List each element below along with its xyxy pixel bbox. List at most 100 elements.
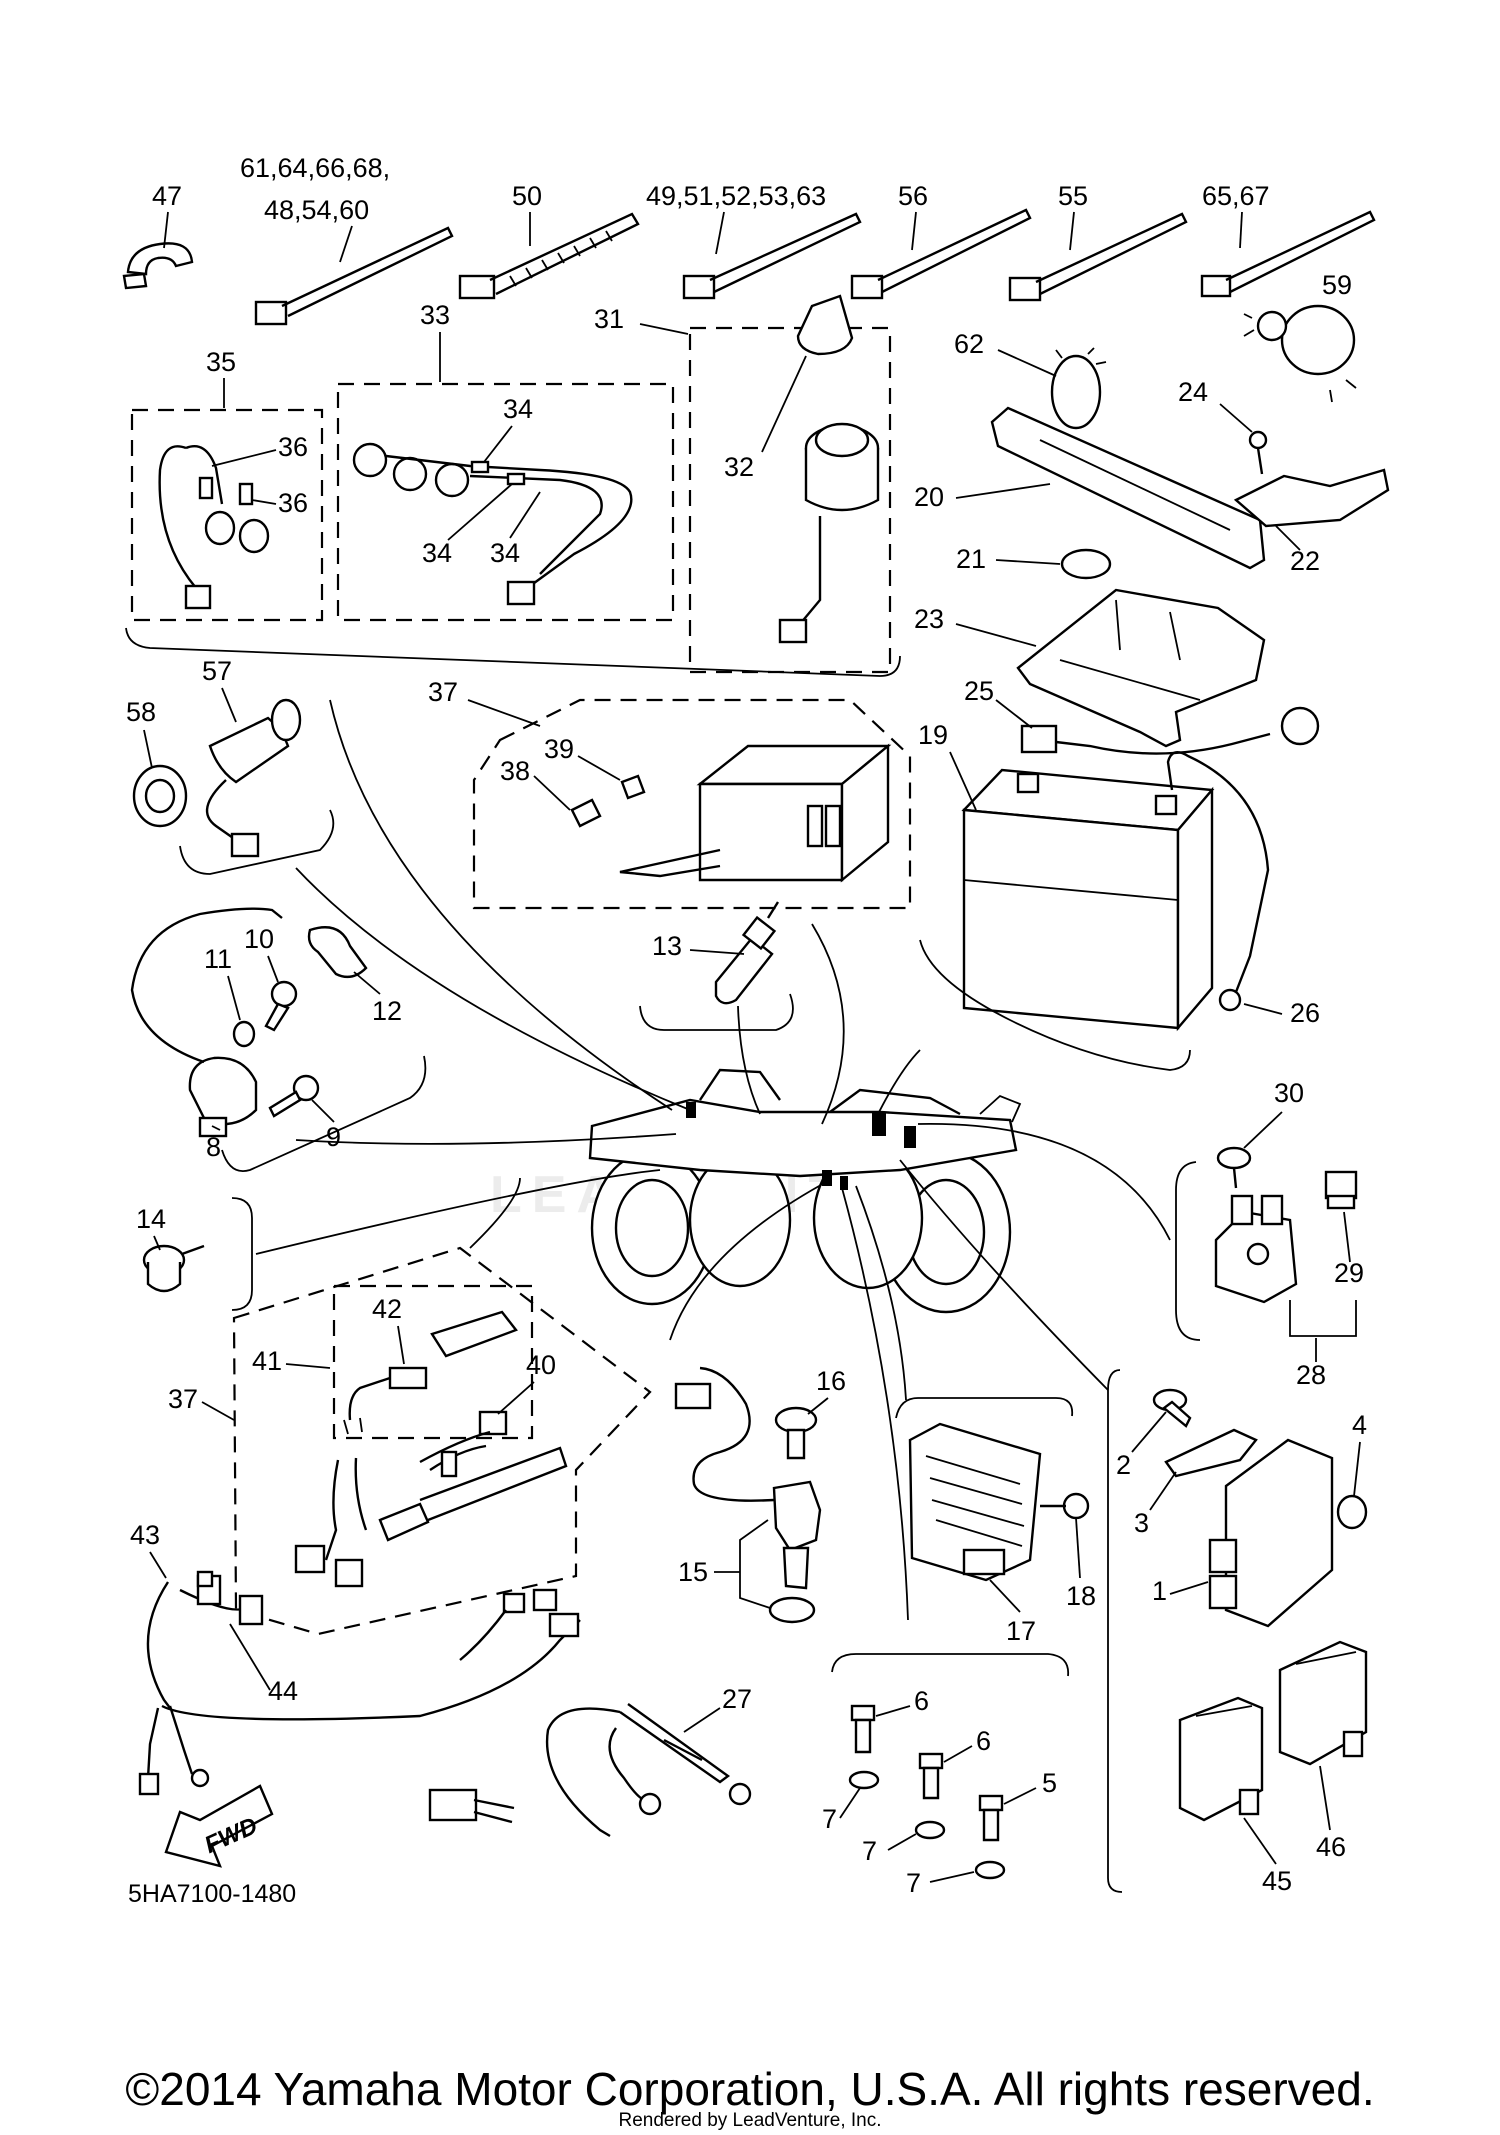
label-47: 47 xyxy=(152,181,182,211)
label-14: 14 xyxy=(136,1204,166,1234)
bracket-14 xyxy=(231,1197,253,1311)
label-21: 21 xyxy=(956,544,986,574)
cable-tie-55 xyxy=(1008,212,1188,302)
diagram-code: 5HA7100-1480 xyxy=(128,1880,296,1908)
bracket-28 xyxy=(1289,1300,1357,1337)
washer-7a xyxy=(848,1770,880,1790)
kit-box-33 xyxy=(336,382,675,622)
bolt-10 xyxy=(264,980,298,1032)
label-20: 20 xyxy=(914,482,944,512)
bracket-17 xyxy=(895,1397,1074,1419)
washer-7c xyxy=(974,1860,1006,1880)
label-58: 58 xyxy=(126,697,156,727)
label-6-b: 6 xyxy=(976,1726,991,1756)
clamp-47 xyxy=(122,242,194,290)
kit-group-bracket xyxy=(125,627,901,677)
label-40: 40 xyxy=(526,1350,556,1380)
label-7-b: 7 xyxy=(862,1836,877,1866)
battery-lead-25 xyxy=(1020,706,1320,755)
label-4: 4 xyxy=(1352,1410,1367,1440)
socket-bracket xyxy=(179,809,335,875)
sensor-15 xyxy=(674,1366,822,1624)
socket-harness-33 xyxy=(352,442,633,606)
label-6-a: 6 xyxy=(914,1686,929,1716)
label-30: 30 xyxy=(1274,1078,1304,1108)
label-42: 42 xyxy=(372,1294,402,1324)
label-37-a: 37 xyxy=(428,677,458,707)
bolt-6b xyxy=(918,1752,944,1800)
washer-7b xyxy=(914,1820,946,1840)
bolt-5 xyxy=(978,1794,1004,1842)
kit-box-37-harness xyxy=(232,1246,652,1636)
label-34-c: 34 xyxy=(490,538,520,568)
cable-tie-50 xyxy=(458,212,640,300)
label-31: 31 xyxy=(594,304,624,334)
label-41: 41 xyxy=(252,1346,282,1376)
label-35: 35 xyxy=(206,347,236,377)
label-10: 10 xyxy=(244,924,274,954)
copyright-notice: ©2014 Yamaha Motor Corporation, U.S.A. A… xyxy=(125,2063,1375,2115)
fuse-29 xyxy=(1324,1170,1358,1210)
label-36-b: 36 xyxy=(278,488,308,518)
relay-wire xyxy=(130,907,283,1064)
label-7-a: 7 xyxy=(822,1804,837,1834)
kit-box-37-fuse xyxy=(472,698,912,910)
leader-to-atv-2 xyxy=(295,867,691,1111)
kit-box-35 xyxy=(130,408,324,622)
bracket-right xyxy=(1107,1369,1123,1893)
lead-42 xyxy=(343,1310,518,1435)
connector-40 xyxy=(478,1410,508,1436)
starter-relay-28 xyxy=(1214,1194,1298,1304)
label-57: 57 xyxy=(202,656,232,686)
label-65-group: 65,67 xyxy=(1202,181,1270,211)
leader-to-atv-13 xyxy=(841,1187,909,1621)
washer-11 xyxy=(232,1020,256,1048)
bolt-30 xyxy=(1216,1146,1252,1189)
label-59: 59 xyxy=(1322,270,1352,300)
gasket-62 xyxy=(1050,347,1107,430)
label-25: 25 xyxy=(964,676,994,706)
label-18: 18 xyxy=(1066,1581,1096,1611)
label-22: 22 xyxy=(1290,546,1320,576)
cable-tie-49 xyxy=(682,212,862,300)
label-8: 8 xyxy=(206,1132,221,1162)
hose-12 xyxy=(307,926,368,979)
label-11: 11 xyxy=(204,944,232,974)
leader-to-atv-4 xyxy=(811,923,845,1125)
cable-tie-48 xyxy=(254,226,454,326)
rendered-by-notice: Rendered by LeadVenture, Inc. xyxy=(618,2110,882,2131)
label-9: 9 xyxy=(326,1122,341,1152)
ground-lead-27 xyxy=(428,1703,752,1838)
label-23: 23 xyxy=(914,604,944,634)
rectifier-17 xyxy=(908,1422,1042,1582)
fuse-box xyxy=(619,743,892,883)
label-45: 45 xyxy=(1262,1866,1292,1896)
relay-bracket xyxy=(221,1055,427,1172)
label-1: 1 xyxy=(1152,1576,1167,1606)
label-36-a: 36 xyxy=(278,432,308,462)
cable-tie-65 xyxy=(1200,210,1376,298)
fuse-39 xyxy=(620,774,646,800)
label-62: 62 xyxy=(954,329,984,359)
sensor-bracket xyxy=(639,993,794,1031)
label-48-group: 48,54,60 xyxy=(264,195,369,225)
gasket-59 xyxy=(1243,304,1357,403)
fuse-38 xyxy=(570,798,602,828)
label-37-b: 37 xyxy=(168,1384,198,1414)
bolt-9 xyxy=(268,1074,320,1118)
bolt-16 xyxy=(774,1406,818,1460)
main-switch-32 xyxy=(778,294,880,644)
label-27: 27 xyxy=(722,1684,752,1714)
label-49-group: 49,51,52,53,63 xyxy=(646,181,826,211)
leader-to-atv-1 xyxy=(329,699,673,1111)
cdi-unit-1 xyxy=(1208,1438,1334,1628)
battery-bracket-20 xyxy=(990,406,1266,570)
kit-box-31 xyxy=(688,326,892,674)
switch-14 xyxy=(142,1244,205,1293)
label-29: 29 xyxy=(1334,1258,1364,1288)
leader-to-atv-9 xyxy=(469,1177,521,1249)
leader-to-atv-5 xyxy=(737,1005,761,1115)
label-38: 38 xyxy=(500,756,530,786)
label-24: 24 xyxy=(1178,377,1208,407)
